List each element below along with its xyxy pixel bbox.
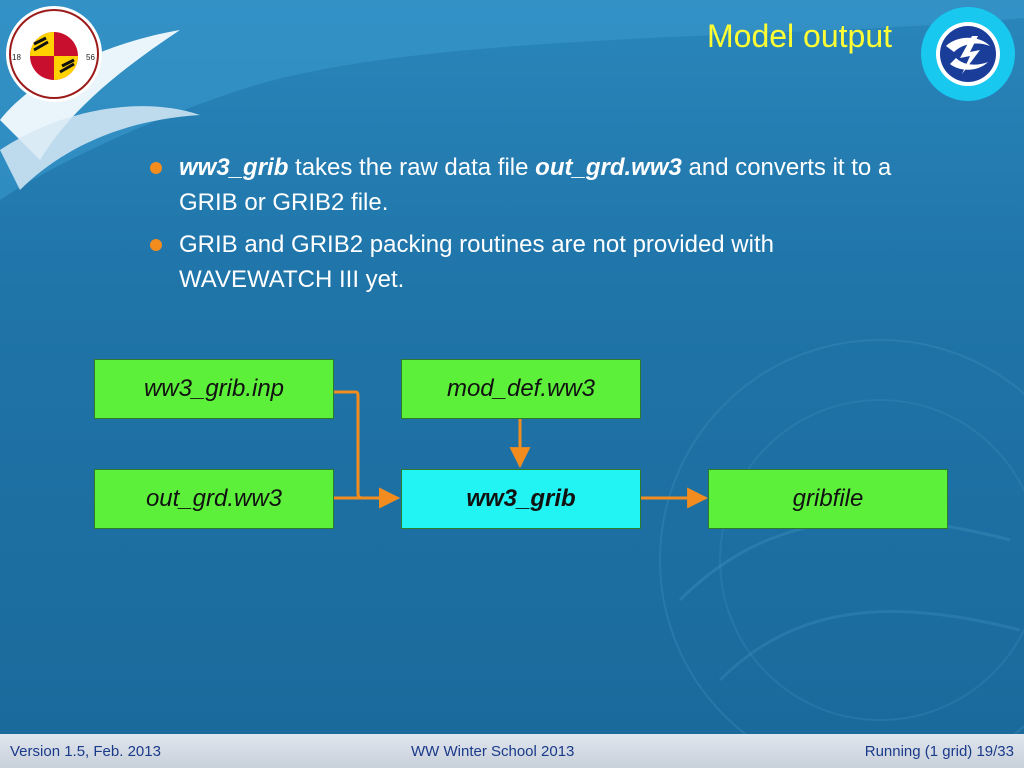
bullet-item-2: GRIB and GRIB2 packing routines are not … bbox=[146, 227, 906, 297]
svg-text:18: 18 bbox=[12, 53, 21, 62]
box-out-grd: out_grd.ww3 bbox=[94, 469, 334, 529]
nws-logo bbox=[921, 7, 1015, 101]
box-ww3-grib-program: ww3_grib bbox=[401, 469, 641, 529]
bullet-1-part-2: takes the raw data file bbox=[288, 154, 536, 181]
umd-seal-logo: 18 56 bbox=[6, 6, 102, 102]
box-mod-def: mod_def.ww3 bbox=[401, 359, 641, 419]
bullet-item-1: ww3_grib takes the raw data file out_grd… bbox=[146, 150, 906, 220]
bullet-list: ww3_grib takes the raw data file out_grd… bbox=[146, 150, 906, 304]
arrow-inp-to-program bbox=[333, 390, 401, 509]
bullet-2-text: GRIB and GRIB2 packing routines are not … bbox=[179, 231, 774, 293]
box-gribfile: gribfile bbox=[708, 469, 948, 529]
bullet-1-part-1: ww3_grib bbox=[179, 154, 289, 181]
header-swoosh bbox=[0, 0, 1024, 200]
slide-title: Model output bbox=[706, 18, 892, 54]
bullet-1-part-4: and converts it to a GRIB or GRIB2 file. bbox=[179, 154, 892, 216]
box-ww3-grib-inp: ww3_grib.inp bbox=[94, 359, 334, 419]
footer: Version 1.5, Feb. 2013 WW Winter School … bbox=[0, 734, 1024, 768]
bullet-dot bbox=[150, 162, 162, 174]
slide: 18 56 Model output ww3_grib takes the ra… bbox=[0, 0, 1024, 734]
svg-text:56: 56 bbox=[86, 53, 95, 62]
footer-page: Running (1 grid) 19/33 bbox=[864, 743, 1014, 760]
bullet-1-part-3: out_grd.ww3 bbox=[535, 154, 682, 181]
footer-event: WW Winter School 2013 bbox=[411, 743, 575, 760]
flow-arrows bbox=[333, 390, 709, 509]
bullet-dot bbox=[150, 239, 162, 251]
footer-version: Version 1.5, Feb. 2013 bbox=[10, 743, 161, 760]
